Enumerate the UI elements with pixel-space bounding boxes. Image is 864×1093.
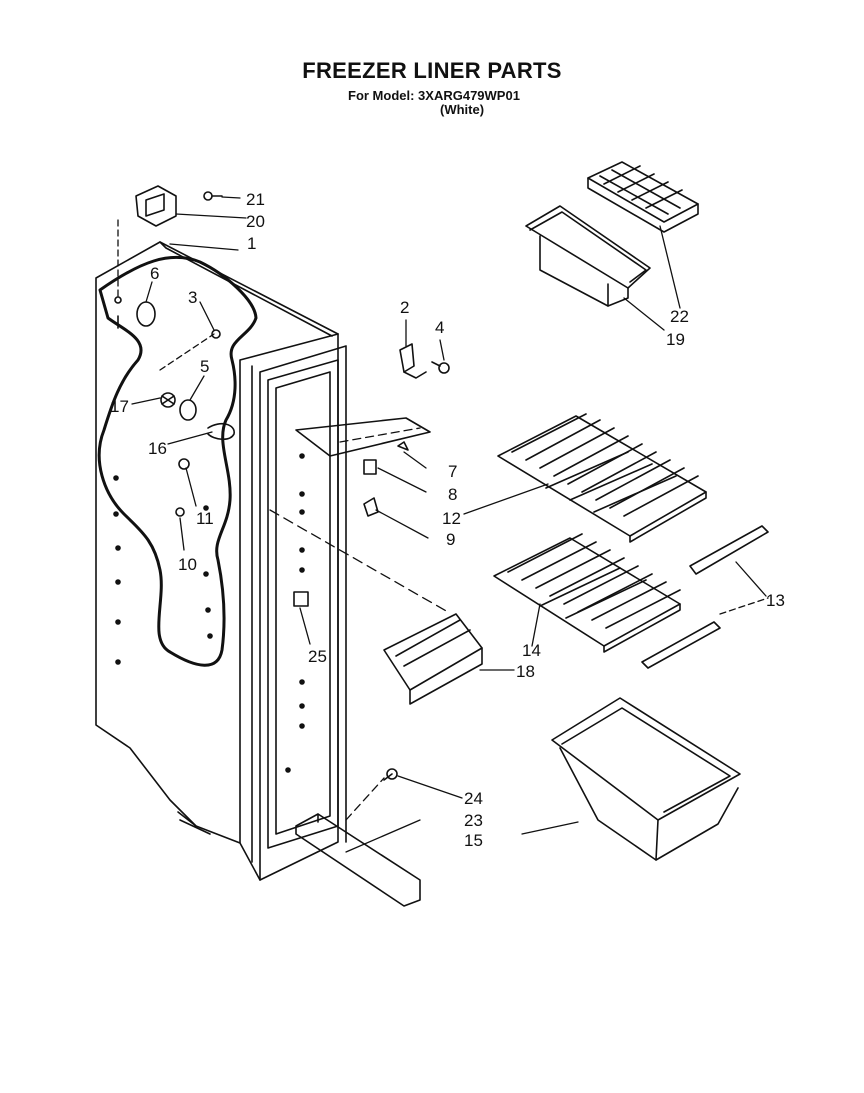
model-color: (White) [440, 102, 485, 117]
callout-17: 17 [110, 397, 129, 416]
callout-6: 6 [150, 264, 159, 283]
callout-23: 23 [464, 811, 483, 830]
callout-3: 3 [188, 288, 197, 307]
callout-20: 20 [246, 212, 265, 231]
callout-14: 14 [522, 641, 541, 660]
callout-21: 21 [246, 190, 265, 209]
callout-19: 19 [666, 330, 685, 349]
rail-23 [295, 813, 421, 907]
callout-7: 7 [448, 462, 457, 481]
callout-13: 13 [766, 591, 785, 610]
freezer-liner [95, 241, 347, 881]
crisper-bin-15 [551, 697, 741, 861]
light-switch-25 [293, 591, 309, 607]
leader-lines [117, 196, 769, 853]
page-title: FREEZER LINER PARTS [302, 58, 562, 83]
wire-shelf-14 [493, 533, 681, 653]
callout-24: 24 [464, 789, 483, 808]
callout-12: 12 [442, 509, 461, 528]
callout-9: 9 [446, 530, 455, 549]
bracket-2 [399, 343, 427, 379]
nut-4 [431, 361, 450, 374]
callout-15: 15 [464, 831, 483, 850]
callout-8: 8 [448, 485, 457, 504]
hinge-bracket-20 [135, 185, 177, 227]
screw-24 [383, 768, 398, 781]
ice-bucket-19 [525, 205, 651, 307]
callout-22: 22 [670, 307, 689, 326]
ice-tray-22 [587, 161, 699, 233]
callout-10: 10 [178, 555, 197, 574]
callout-11: 11 [196, 509, 214, 528]
screw-21 [203, 191, 223, 201]
clips-7-8-9 [295, 417, 431, 517]
callout-25: 25 [308, 647, 327, 666]
callout-labels: 1 2 3 4 5 6 7 8 9 10 11 12 13 14 15 16 1… [110, 190, 785, 850]
cover-18 [383, 613, 483, 705]
callout-2: 2 [400, 298, 409, 317]
wire-shelf-12 [497, 413, 707, 543]
callout-1: 1 [247, 234, 256, 253]
callout-4: 4 [435, 318, 444, 337]
thermostat-components [114, 296, 235, 517]
shelf-rails-13 [641, 525, 769, 669]
callout-18: 18 [516, 662, 535, 681]
callout-16: 16 [148, 439, 167, 458]
callout-5: 5 [200, 357, 209, 376]
model-number: For Model: 3XARG479WP01 [348, 88, 520, 103]
